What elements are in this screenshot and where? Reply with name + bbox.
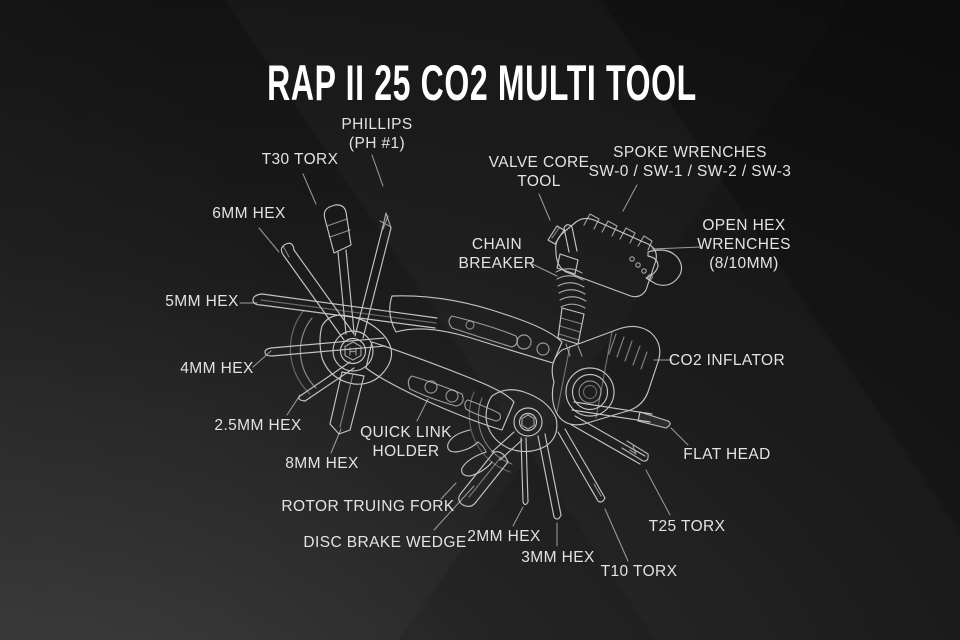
chain-breaker-part [555, 224, 587, 357]
callout-t25-torx: T25 TORX [648, 518, 726, 535]
4mm-hex-bit [264, 337, 386, 357]
callout-4mm-hex: 4MM HEX [180, 360, 254, 377]
callout-spoke-wrenches: SPOKE WRENCHES SW-0 / SW-1 / SW-2 / SW-3 [588, 144, 792, 180]
callout-6mm-hex: 6MM HEX [212, 205, 286, 222]
2mm-hex-bit [520, 437, 529, 506]
upper-arm-plate [389, 295, 563, 364]
t25-torx-bit [569, 415, 649, 465]
callout-t10-torx: T10 TORX [600, 563, 678, 580]
lower-arm-plate [365, 341, 515, 431]
callout-flat-head: FLAT HEAD [683, 446, 771, 463]
t10-torx-bit [557, 428, 606, 503]
leader-lines [239, 154, 702, 562]
co2-inflator-head [551, 325, 661, 426]
8mm-hex-bit [329, 371, 365, 435]
right-pivot [468, 389, 558, 473]
5mm-hex-bit [252, 293, 438, 329]
rotor-truing-fork-part [447, 429, 523, 477]
6mm-hex-bit [280, 242, 355, 341]
callout-valve-core-tool: VALVE CORE TOOL [488, 154, 590, 190]
callout-phillips: PHILLIPS (PH #1) [341, 116, 413, 152]
page-title: RAP II 25 CO2 MULTI TOOL [267, 54, 697, 111]
callout-8mm-hex: 8MM HEX [285, 455, 359, 472]
callout-t30-torx: T30 TORX [261, 151, 339, 168]
left-pivot [289, 309, 393, 395]
callout-chain-breaker: CHAIN BREAKER [458, 236, 536, 272]
callout-3mm-hex: 3MM HEX [521, 549, 595, 566]
callout-open-hex-wrenches: OPEN HEX WRENCHES (8/10MM) [697, 217, 791, 272]
callout-rotor-truing-fork: ROTOR TRUING FORK [281, 498, 455, 515]
callout-co2-inflator: CO2 INFLATOR [668, 352, 786, 369]
valve-core-part [547, 225, 565, 245]
callout-2mm-hex: 2MM HEX [467, 528, 541, 545]
flat-head-bit [571, 401, 671, 429]
callout-2-5mm-hex: 2.5MM HEX [214, 417, 302, 434]
callout-disc-brake-wedge: DISC BRAKE WEDGE [303, 534, 467, 551]
open-hex-jaw [629, 249, 683, 286]
spoke-wrench-head [555, 213, 657, 298]
callout-5mm-hex: 5MM HEX [165, 293, 239, 310]
callout-quick-link-holder: QUICK LINK HOLDER [360, 424, 452, 460]
disc-brake-wedge-part [458, 451, 509, 508]
3mm-hex-bit [537, 433, 562, 520]
